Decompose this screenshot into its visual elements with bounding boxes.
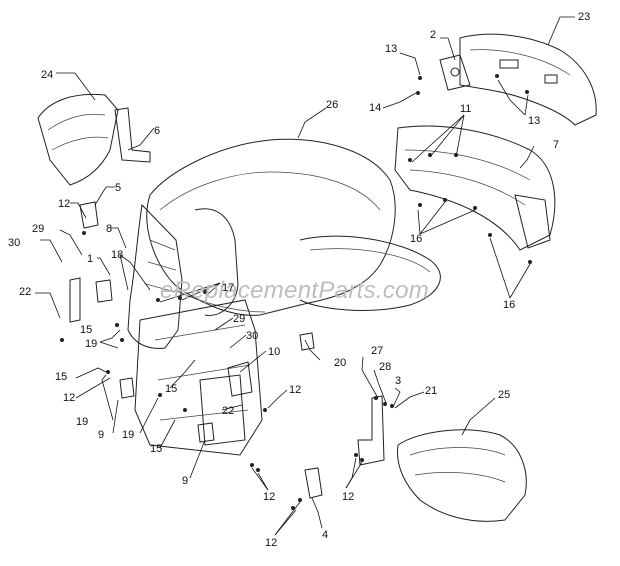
callout-24: 24 xyxy=(41,69,53,81)
callout-10: 10 xyxy=(268,346,280,358)
callout-15-a: 15 xyxy=(80,324,92,336)
callout-30-mid: 30 xyxy=(246,330,258,342)
callout-9-bottom: 9 xyxy=(182,475,188,487)
callout-4: 4 xyxy=(322,529,328,541)
leader-lines xyxy=(35,16,575,536)
right-side-panel-part xyxy=(394,125,556,251)
callout-16-right: 16 xyxy=(503,299,515,311)
callout-8: 8 xyxy=(106,223,112,235)
callout-13-right: 13 xyxy=(528,115,540,127)
callout-19-b: 19 xyxy=(76,416,88,428)
callout-12-bottom-2: 12 xyxy=(265,537,277,549)
fastener-dots xyxy=(60,74,532,510)
callout-12-right: 12 xyxy=(342,491,354,503)
left-fender-part xyxy=(37,93,119,186)
callout-18: 18 xyxy=(111,249,123,261)
callout-23: 23 xyxy=(578,11,590,23)
callout-22-left: 22 xyxy=(19,286,31,298)
bracket-part-4 xyxy=(304,467,323,499)
callout-15-d: 15 xyxy=(165,383,177,395)
callout-11: 11 xyxy=(460,103,471,115)
callout-29-mid: 29 xyxy=(233,313,245,325)
right-fender-part xyxy=(396,429,527,522)
bracket-part-3 xyxy=(357,395,385,466)
bracket-part-2 xyxy=(439,54,471,91)
front-grille-part xyxy=(127,203,239,349)
callout-3: 3 xyxy=(395,375,401,387)
callout-19-a: 19 xyxy=(85,338,97,350)
callout-28: 28 xyxy=(379,361,391,373)
callout-1: 1 xyxy=(87,253,93,265)
callout-9-left: 9 xyxy=(98,429,104,441)
dash-panel-part xyxy=(134,299,263,456)
callout-30-left: 30 xyxy=(8,237,20,249)
callout-13-top: 13 xyxy=(385,43,397,55)
callout-15-b: 15 xyxy=(55,371,67,383)
callout-19-c: 19 xyxy=(122,429,134,441)
callout-29-left: 29 xyxy=(32,223,44,235)
callout-7: 7 xyxy=(553,139,559,151)
callout-12-left: 12 xyxy=(58,198,70,210)
callout-26: 26 xyxy=(326,99,338,111)
callout-2: 2 xyxy=(430,29,436,41)
callout-17: 17 xyxy=(222,282,234,294)
callout-12-mid: 12 xyxy=(289,384,301,396)
callout-15-c: 15 xyxy=(150,443,162,455)
callout-27: 27 xyxy=(371,345,383,357)
callout-25: 25 xyxy=(498,389,510,401)
top-rear-panel-part xyxy=(459,33,597,126)
callout-14: 14 xyxy=(369,102,381,114)
callout-12-bottom: 12 xyxy=(263,491,275,503)
callout-22-mid: 22 xyxy=(222,405,234,417)
callout-21: 21 xyxy=(425,385,437,397)
callout-6: 6 xyxy=(154,125,160,137)
callout-16-mid: 16 xyxy=(410,233,422,245)
watermark-text: eReplacementParts.com xyxy=(160,277,429,304)
small-hardware-parts xyxy=(69,201,315,443)
bracket-part-6 xyxy=(114,107,151,163)
callout-12-b: 12 xyxy=(63,392,75,404)
callout-labels: 24 6 5 12 29 30 8 18 1 22 15 19 15 12 19… xyxy=(8,11,590,549)
callout-5: 5 xyxy=(115,182,121,194)
callout-20: 20 xyxy=(334,357,346,369)
